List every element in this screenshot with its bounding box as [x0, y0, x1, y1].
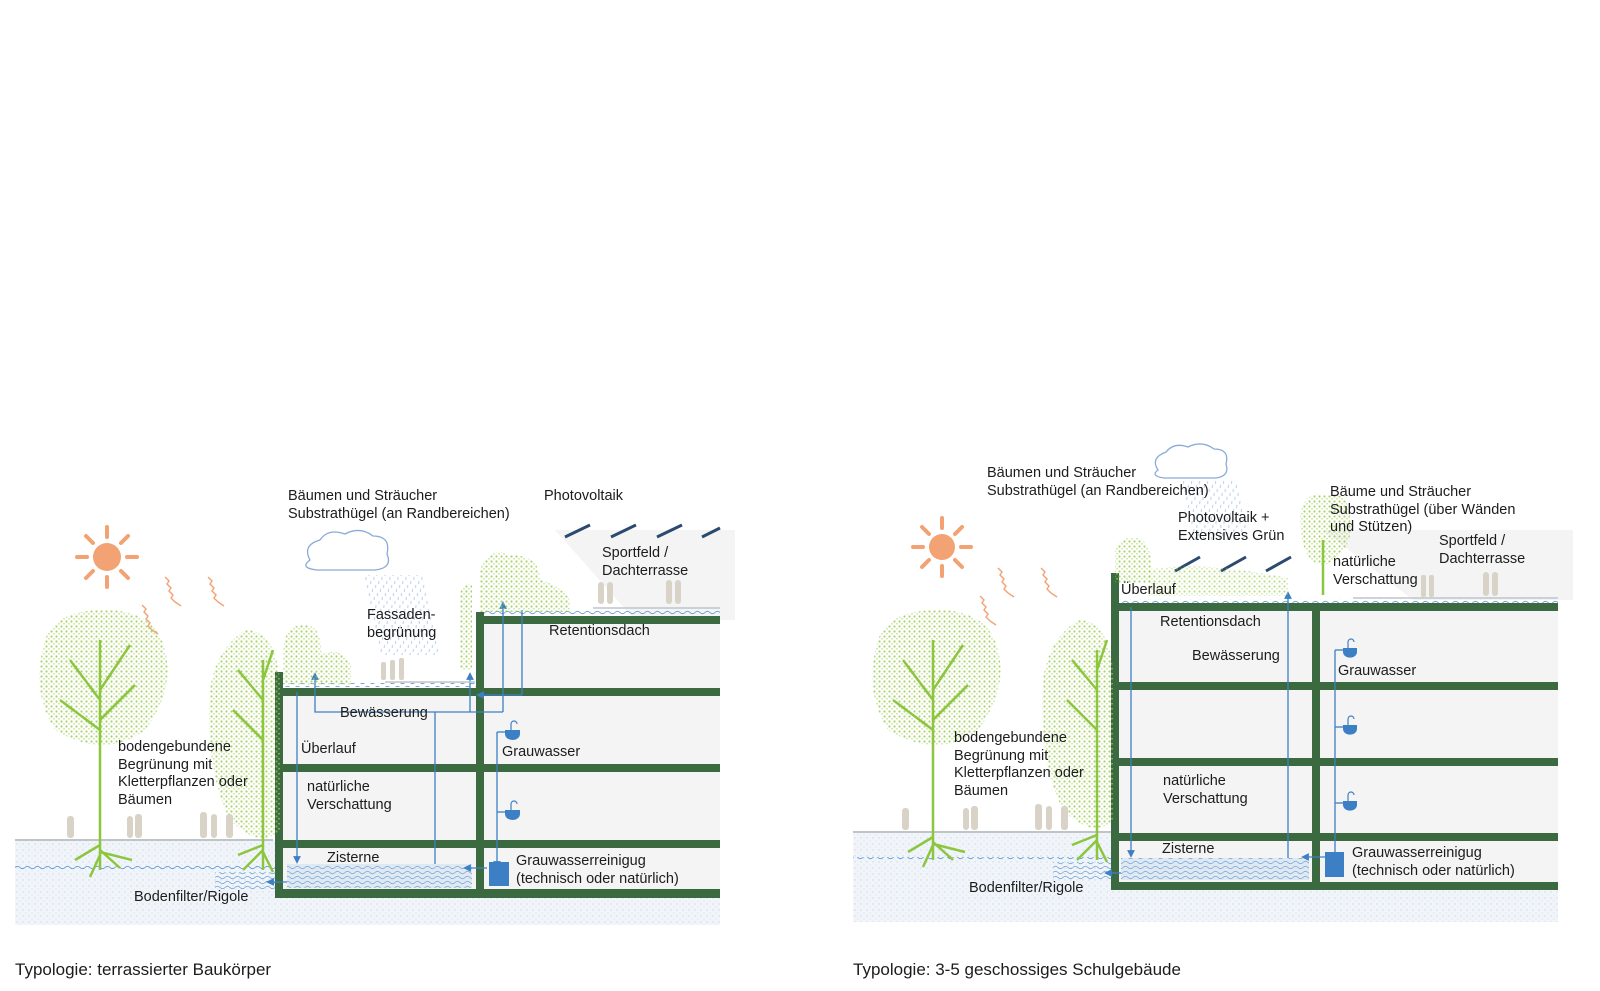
label-trees-substrate: Bäumen und Sträucher Substrathügel (an R…	[288, 488, 510, 522]
label-pv-extensive: Photovoltaik + Extensives Grün	[1178, 510, 1285, 544]
caption-left: Typologie: terrassierter Baukörper	[15, 960, 272, 979]
cloud-rain-icon	[305, 529, 441, 655]
label-overflow: Überlauf	[1121, 582, 1176, 598]
water-pipes	[1104, 591, 1347, 877]
label-soil-filter: Bodenfilter/Rigole	[969, 880, 1084, 896]
heat-wave-icon	[141, 576, 225, 635]
label-ground-greening: bodengebundene Begrünung mit Kletterpfla…	[954, 730, 1084, 799]
label-trees-substrate: Bäumen und Sträucher Substrathügel (an R…	[987, 465, 1209, 499]
label-irrigation: Bewässerung	[340, 705, 428, 721]
label-facade-greening: Fassaden- begrünung	[367, 607, 437, 641]
label-soil-filter: Bodenfilter/Rigole	[134, 889, 249, 905]
cistern-water	[287, 864, 472, 888]
cistern-water	[1121, 858, 1309, 880]
label-greywater-treatment: Grauwasserreinigug (technisch oder natür…	[1352, 845, 1515, 879]
diagram-school-building: Bäumen und Sträucher Substrathügel (an R…	[853, 440, 1573, 940]
section-drawing-right	[853, 443, 1573, 922]
sun-icon	[75, 525, 139, 589]
sun-icon	[911, 516, 973, 578]
cloud-rain-icon	[1154, 443, 1250, 540]
water-pipes	[266, 601, 523, 886]
label-retention-roof: Retentionsdach	[1160, 614, 1261, 630]
label-greywater-treatment: Grauwasserreinigug (technisch oder natür…	[516, 853, 679, 887]
label-irrigation: Bewässerung	[1192, 648, 1280, 664]
label-natural-shading: natürliche Verschattung	[307, 779, 392, 813]
label-greywater: Grauwasser	[502, 744, 581, 760]
label-sportfield: Sportfeld / Dachterrasse	[602, 545, 689, 579]
label-cistern: Zisterne	[1162, 841, 1215, 857]
label-natural-shading: natürliche Verschattung	[1163, 773, 1248, 807]
label-trees-over-walls: Bäume und Sträucher Substrathügel (über …	[1330, 484, 1516, 535]
people-icon	[67, 580, 681, 838]
label-overflow: Überlauf	[301, 741, 356, 757]
label-photovoltaics: Photovoltaik	[544, 488, 623, 504]
soil-filter-rigole	[1053, 862, 1113, 880]
people-icon	[902, 572, 1498, 830]
sink-icon	[505, 720, 520, 820]
solar-panel-icon	[564, 523, 721, 539]
label-cistern: Zisterne	[327, 850, 380, 866]
section-drawing-left	[15, 523, 735, 925]
label-roof-shading: natürliche Verschattung	[1333, 554, 1418, 588]
label-sportfield: Sportfeld / Dachterrasse	[1439, 533, 1526, 567]
tree-icon	[39, 552, 570, 878]
sink-icon	[1343, 638, 1357, 811]
label-greywater: Grauwasser	[1338, 663, 1417, 679]
diagram-terraced-building: Bäumen und Sträucher Substrathügel (an R…	[15, 440, 735, 940]
caption-right: Typologie: 3-5 geschossiges Schulgebäude	[853, 960, 1181, 979]
label-ground-greening: bodengebundene Begrünung mit Kletterpfla…	[118, 739, 248, 808]
treatment-tank-icon	[1325, 852, 1344, 877]
tree-icon	[872, 494, 1351, 868]
label-retention-roof: Retentionsdach	[549, 623, 650, 639]
heat-wave-icon	[979, 567, 1058, 626]
groundwater-line	[853, 857, 1115, 861]
treatment-tank-icon	[489, 862, 509, 886]
groundwater-line	[15, 866, 277, 870]
soil-filter-rigole	[215, 872, 275, 890]
